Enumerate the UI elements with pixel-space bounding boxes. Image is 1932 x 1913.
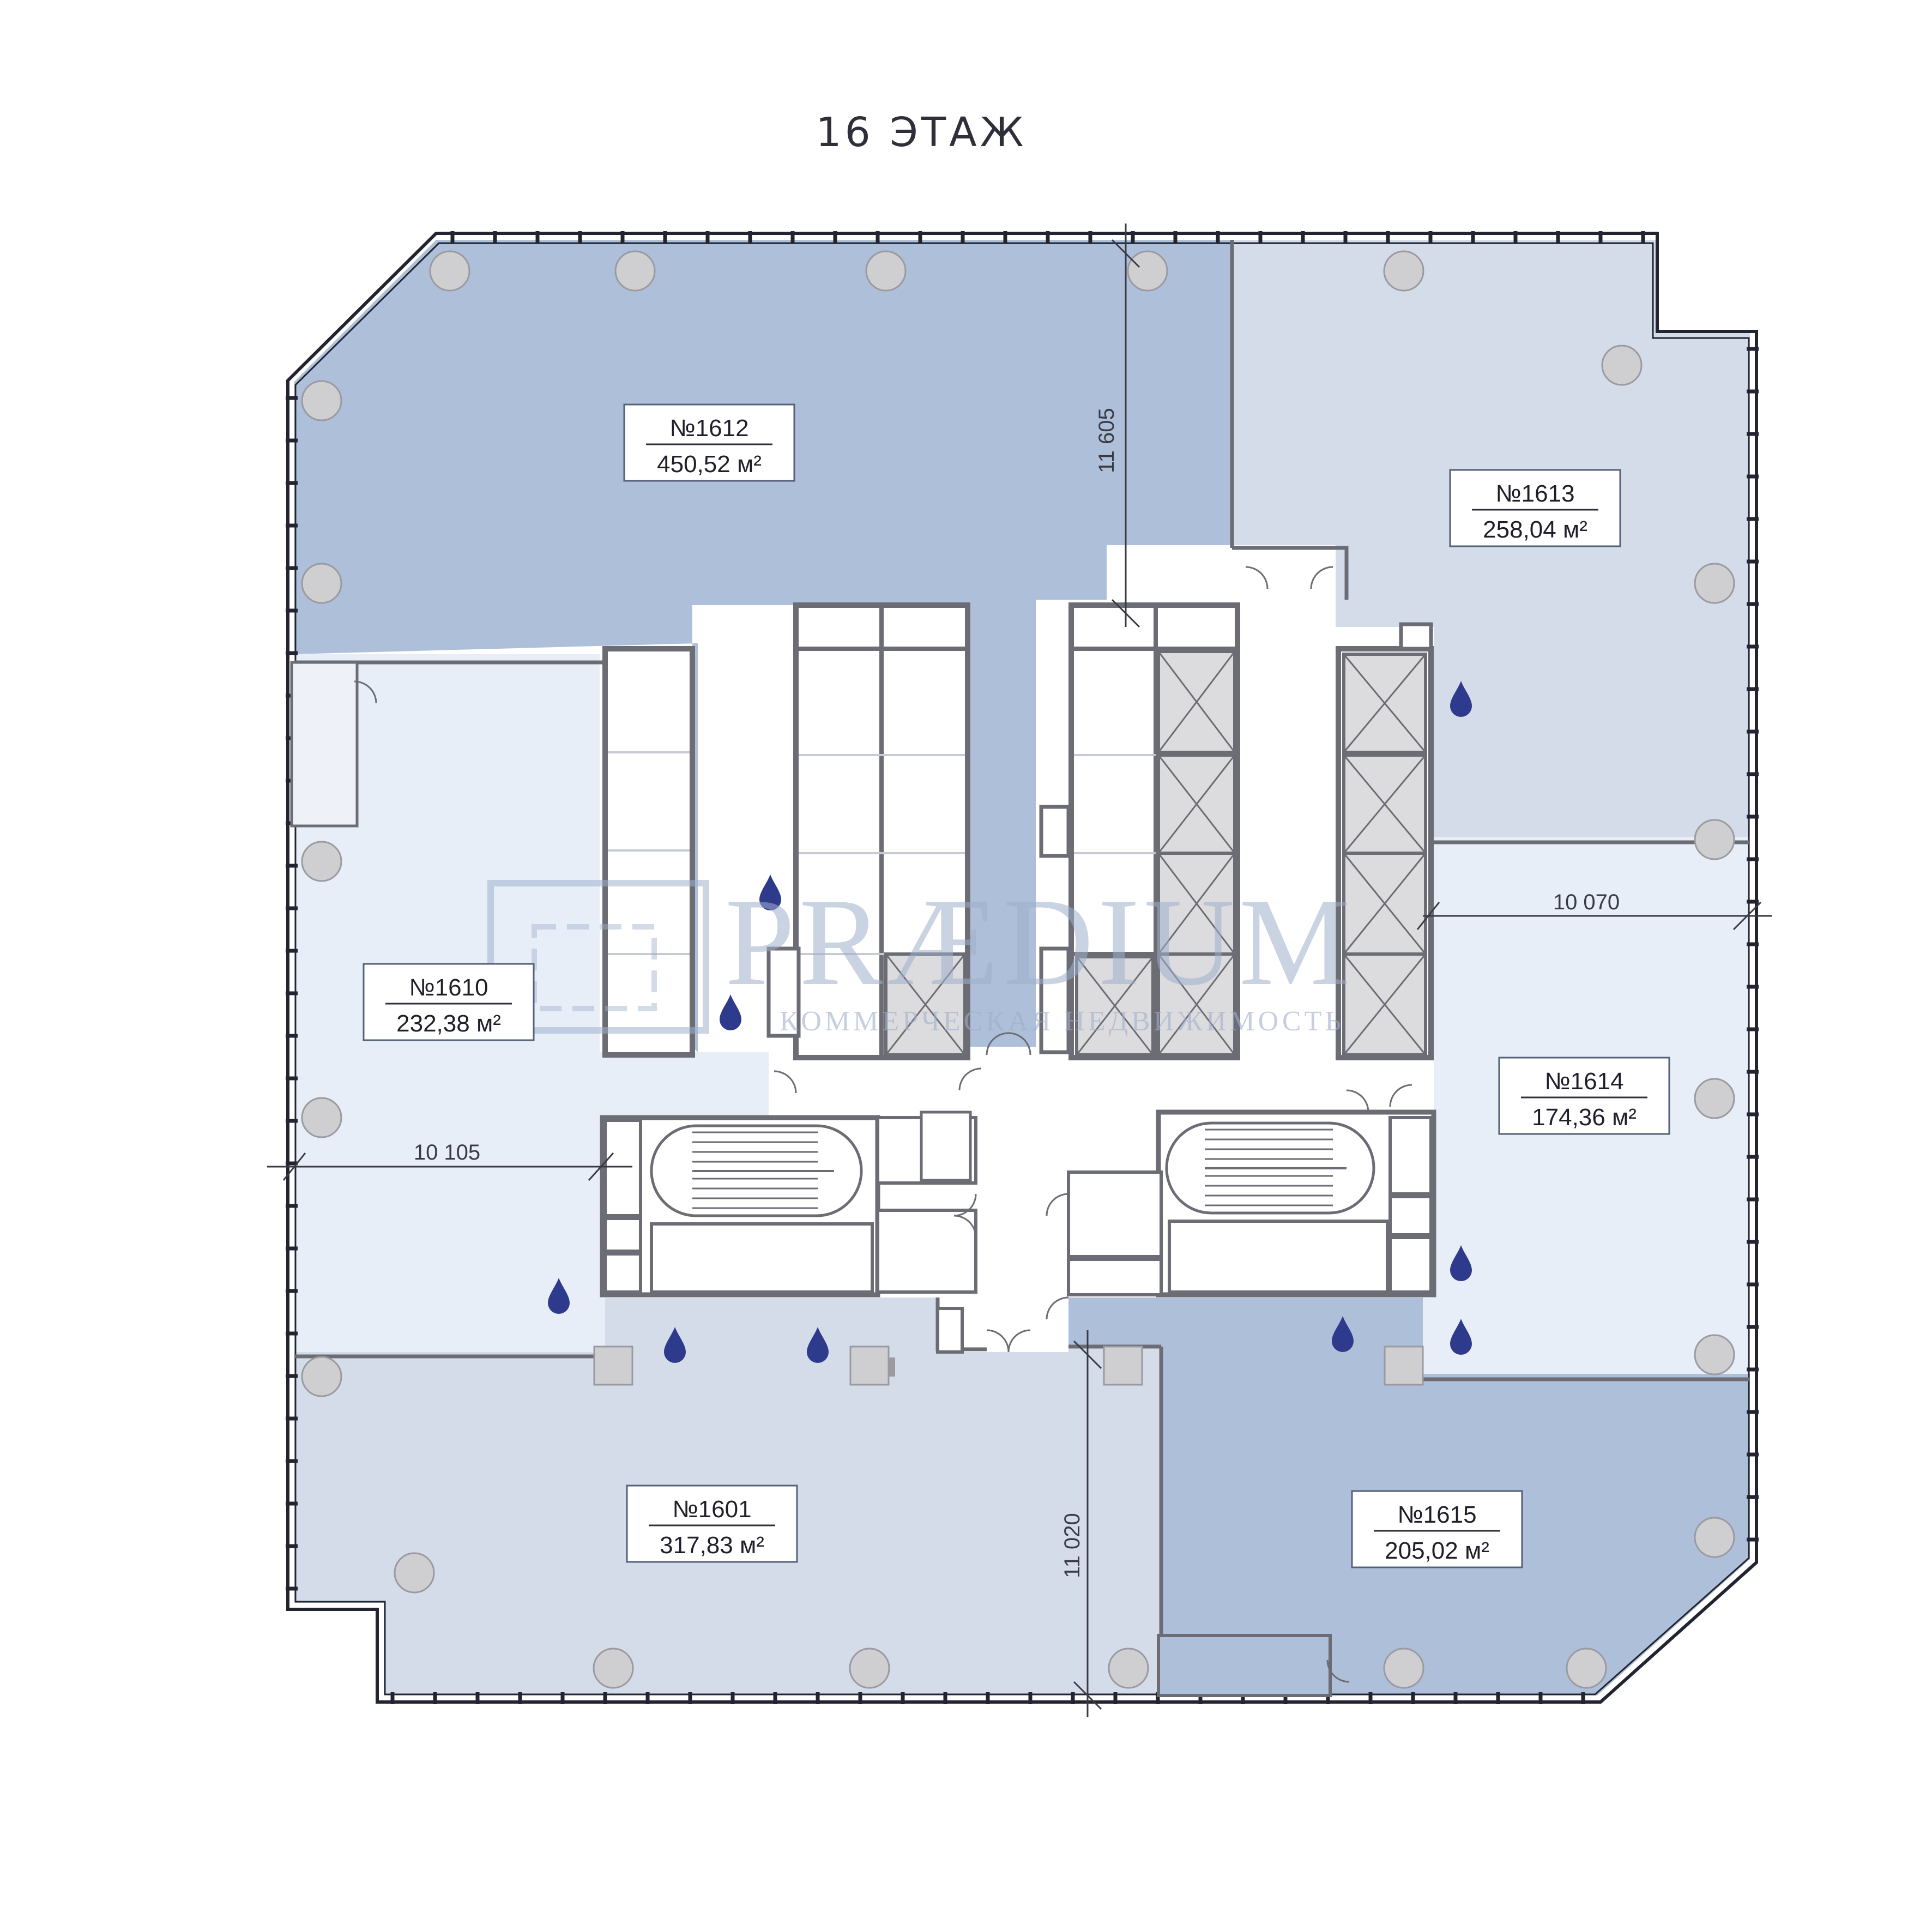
column-icon	[301, 1097, 342, 1138]
column-icon	[301, 841, 342, 882]
column-icon	[301, 250, 1735, 1689]
svg-text:№1614: №1614	[1544, 1068, 1623, 1095]
water-drop-icon	[759, 874, 781, 910]
svg-text:№1615: №1615	[1397, 1501, 1476, 1528]
dimension-west: 10 105	[414, 1140, 480, 1164]
staircase-icon	[600, 1109, 1436, 1354]
column-icon	[1383, 250, 1424, 292]
dimension-east: 10 070	[1553, 890, 1620, 914]
unit-label-1615[interactable]: №1615 205,02 м²	[1351, 1490, 1523, 1568]
unit-label-1601[interactable]: №1601 317,83 м²	[626, 1484, 798, 1563]
water-drop-icon	[807, 1327, 829, 1363]
partition-walls	[294, 240, 1750, 1695]
svg-text:317,83 м²: 317,83 м²	[660, 1532, 764, 1559]
watermark-tagline: КОММЕРЧЕСКАЯ НЕДВИЖИМОСТЬ	[780, 1006, 1344, 1037]
water-drop-icon	[1332, 1316, 1354, 1352]
floor-title: 16 ЭТАЖ	[816, 109, 1027, 156]
column-icon	[865, 250, 907, 292]
column-icon	[429, 250, 470, 292]
svg-text:258,04 м²: 258,04 м²	[1483, 516, 1587, 543]
building-facade	[286, 232, 1758, 1704]
column-icon	[1694, 563, 1735, 604]
column-icon	[1601, 345, 1643, 386]
elevator-shaft-icon	[1342, 653, 1427, 1057]
water-drop-icon	[1450, 681, 1472, 717]
svg-text:232,38 м²: 232,38 м²	[396, 1010, 501, 1037]
column-icon	[301, 1356, 342, 1397]
column-icon	[1694, 1334, 1735, 1375]
svg-text:№1610: №1610	[409, 974, 488, 1001]
svg-text:№1601: №1601	[672, 1496, 751, 1523]
column-icon	[301, 380, 342, 421]
dimension-south: 11 020	[1060, 1513, 1084, 1578]
door-swing-icon	[354, 566, 1412, 1683]
svg-text:№1612: №1612	[669, 415, 748, 442]
water-drop-icon	[548, 681, 1472, 1363]
column-icon	[301, 563, 342, 604]
column-icon	[849, 1648, 890, 1689]
dimension-north: 11 605	[1095, 408, 1119, 473]
column-icon	[593, 1648, 634, 1689]
water-drop-icon	[1450, 1319, 1472, 1355]
water-drop-icon	[664, 1327, 686, 1363]
south-recess	[1157, 1634, 1332, 1697]
column-icon	[1383, 1648, 1424, 1689]
column-icon	[1566, 1648, 1607, 1689]
column-icon	[1127, 250, 1168, 292]
tech-shafts	[593, 1345, 1424, 1386]
svg-text:450,52 м²: 450,52 м²	[657, 451, 762, 478]
svg-text:174,36 м²: 174,36 м²	[1532, 1104, 1637, 1131]
column-icon	[1694, 819, 1735, 860]
unit-label-1614[interactable]: №1614 174,36 м²	[1498, 1057, 1670, 1135]
elevator-shaft-icon	[1075, 650, 1236, 1057]
column-icon	[1694, 1517, 1735, 1558]
unit-label-1612[interactable]: №1612 450,52 м²	[623, 403, 795, 482]
west-recess	[290, 661, 359, 828]
watermark: PRÆDIUM КОММЕРЧЕСКАЯ НЕДВИЖИМОСТЬ	[487, 872, 1355, 1037]
unit-label-1613[interactable]: №1613 258,04 м²	[1449, 469, 1621, 547]
unit-1612-area[interactable]	[294, 240, 1232, 1052]
water-drop-icon	[548, 1278, 570, 1314]
water-drop-icon	[720, 994, 741, 1030]
dimension-lines: 11 605 10 070 10 105 11 020	[267, 224, 1772, 1717]
svg-text:205,02 м²: 205,02 м²	[1385, 1537, 1489, 1564]
column-icon	[614, 250, 656, 292]
water-drop-icon	[1450, 1245, 1472, 1281]
column-icon	[394, 1552, 435, 1594]
column-icon	[1108, 1648, 1149, 1689]
column-icon	[1694, 1078, 1735, 1119]
unit-label-1610[interactable]: №1610 232,38 м²	[363, 963, 535, 1041]
facade-inner-line	[294, 242, 1750, 1695]
core-blocks	[602, 602, 1434, 1060]
watermark-brand: PRÆDIUM	[725, 872, 1355, 1011]
svg-text:№1613: №1613	[1495, 480, 1574, 507]
facade-mullions	[286, 231, 1759, 1704]
